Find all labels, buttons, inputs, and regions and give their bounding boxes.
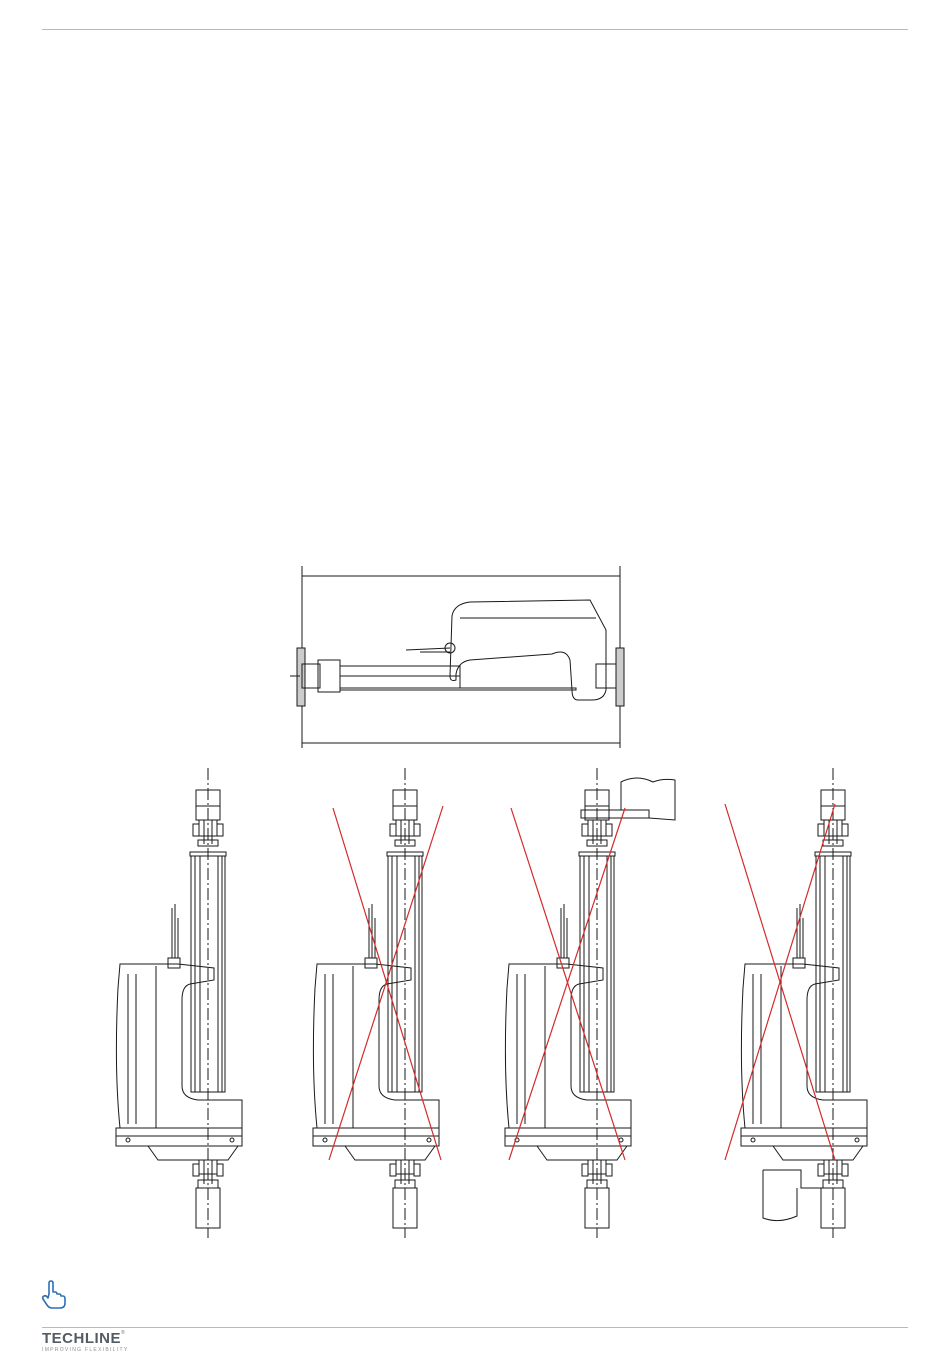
techline-logo: TECHLINE® IMPROVING FLEXIBILITY (42, 1330, 128, 1353)
logo-wordmark: TECHLINE (42, 1330, 121, 1347)
mounting-wrong-3 (725, 768, 867, 1238)
pointing-hand-icon (40, 1280, 68, 1310)
logo-tagline: IMPROVING FLEXIBILITY (42, 1347, 128, 1353)
mounting-diagram (0, 0, 950, 1330)
mounting-wrong-2 (505, 768, 675, 1238)
top-view-actuator (290, 566, 624, 748)
mounting-correct (116, 768, 242, 1238)
bottom-rule (42, 1327, 908, 1328)
mounting-wrong-1 (313, 768, 443, 1238)
registered-mark: ® (121, 1330, 125, 1336)
